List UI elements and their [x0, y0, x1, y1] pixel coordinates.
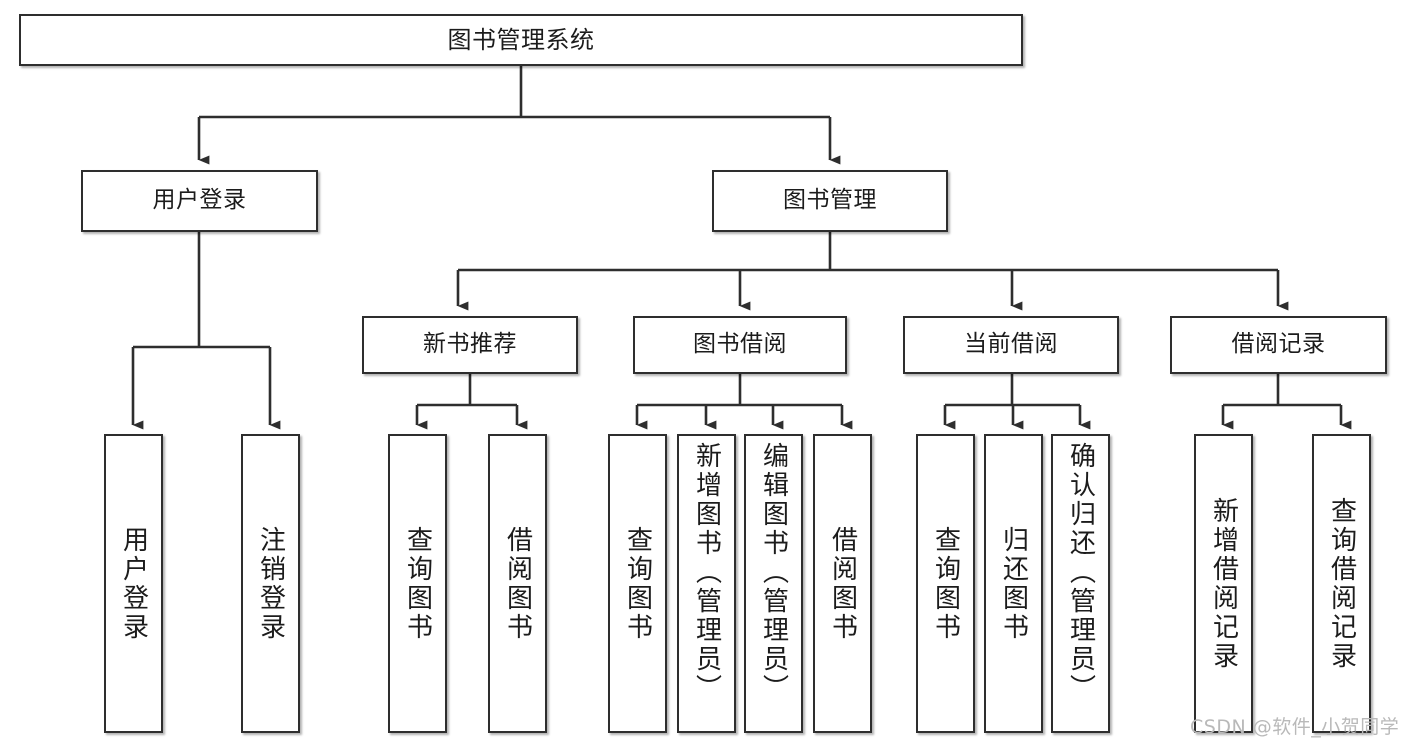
node-book-management[interactable]: 图书管理: [712, 170, 948, 232]
node-label: 确认归还（管理员）: [1065, 442, 1096, 703]
node-user-login[interactable]: 用户登录: [81, 170, 318, 232]
node-label: 新书推荐: [423, 331, 517, 358]
node-label: 借阅记录: [1231, 331, 1326, 358]
leaf-user-login-logout[interactable]: 注销登录: [241, 434, 300, 733]
node-label: 编辑图书（管理员）: [758, 442, 789, 703]
node-label: 查询图书: [622, 525, 653, 642]
leaf-current-borrow-return-book[interactable]: 归还图书: [984, 434, 1043, 733]
node-label: 当前借阅: [964, 331, 1058, 358]
leaf-user-login-login[interactable]: 用户登录: [104, 434, 163, 733]
leaf-borrow-record-add-record[interactable]: 新增借阅记录: [1194, 434, 1253, 733]
node-label: 查询图书: [930, 525, 961, 642]
leaf-new-book-query-book[interactable]: 查询图书: [388, 434, 447, 733]
leaf-book-borrow-edit-book-admin[interactable]: 编辑图书（管理员）: [744, 434, 803, 733]
node-label: 查询借阅记录: [1326, 496, 1357, 671]
leaf-book-borrow-borrow-book[interactable]: 借阅图书: [813, 434, 872, 733]
node-book-borrow[interactable]: 图书借阅: [633, 316, 847, 374]
node-label: 新增图书（管理员）: [691, 442, 722, 703]
node-borrow-record[interactable]: 借阅记录: [1170, 316, 1387, 374]
node-new-book-recommend[interactable]: 新书推荐: [362, 316, 578, 374]
node-label: 图书管理系统: [447, 25, 595, 54]
leaf-current-borrow-query-book[interactable]: 查询图书: [916, 434, 975, 733]
csdn-watermark: CSDN @软件_小贺同学: [1190, 716, 1400, 738]
node-label: 新增借阅记录: [1208, 496, 1239, 671]
node-label: 借阅图书: [502, 525, 533, 642]
node-label: 图书借阅: [693, 331, 787, 358]
node-label: 用户登录: [118, 525, 149, 642]
node-current-borrow[interactable]: 当前借阅: [903, 316, 1119, 374]
node-label: 用户登录: [152, 187, 247, 214]
leaf-book-borrow-add-book-admin[interactable]: 新增图书（管理员）: [677, 434, 736, 733]
leaf-borrow-record-query-record[interactable]: 查询借阅记录: [1312, 434, 1371, 733]
leaf-book-borrow-query-book[interactable]: 查询图书: [608, 434, 667, 733]
node-label: 查询图书: [402, 525, 433, 642]
node-root-book-management-system[interactable]: 图书管理系统: [19, 14, 1023, 66]
node-label: 图书管理: [783, 187, 877, 214]
leaf-current-borrow-confirm-return-admin[interactable]: 确认归还（管理员）: [1051, 434, 1110, 733]
leaf-new-book-borrow-book[interactable]: 借阅图书: [488, 434, 547, 733]
node-label: 归还图书: [998, 525, 1029, 642]
node-label: 借阅图书: [827, 525, 858, 642]
node-label: 注销登录: [255, 525, 286, 642]
